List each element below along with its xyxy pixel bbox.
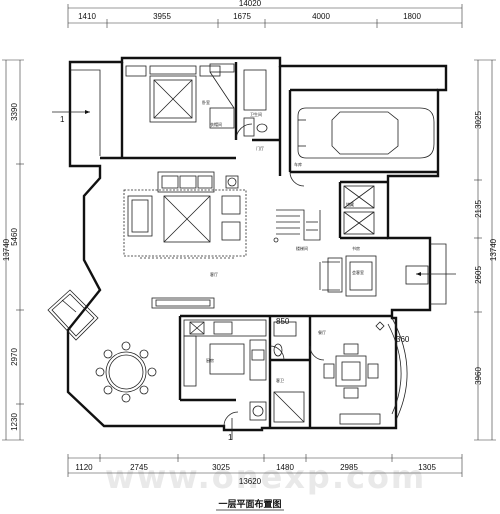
dim-left-4: 1230 — [10, 413, 19, 431]
dim-top-2: 3955 — [153, 12, 171, 21]
room-label-garage: 车库 — [294, 161, 302, 167]
garage-car — [297, 107, 435, 159]
room-label-lounge: 会客室 — [352, 269, 364, 275]
dining-table-set — [323, 321, 385, 425]
dim-right-2: 2135 — [474, 200, 483, 218]
dim-right-total: 13740 — [489, 238, 498, 261]
room-label-study: 书房 — [352, 245, 360, 251]
room-label-living: 客厅 — [210, 271, 218, 277]
dim-right-4: 3960 — [474, 367, 483, 385]
dim-top-3: 1675 — [233, 12, 251, 21]
dim-misc-850: 850 — [276, 317, 290, 326]
dim-top-total: 14020 — [239, 0, 262, 8]
lounge-furniture — [322, 255, 429, 297]
walls — [47, 56, 448, 432]
storage-shelves — [343, 185, 375, 235]
dim-right-3: 2605 — [474, 266, 483, 284]
dim-left-3: 2970 — [10, 348, 19, 366]
entrance-marker-south: 1 — [228, 433, 233, 442]
dim-top-5: 1800 — [403, 12, 421, 21]
room-label-bathroom: 卫生间 — [250, 111, 262, 117]
room-label-storage: 储藏 — [346, 201, 354, 207]
room-label-kitchen: 厨房 — [206, 357, 214, 363]
doors — [223, 123, 325, 427]
dim-bottom-total: 13620 — [239, 477, 262, 486]
room-label-guest-wc: 客卫 — [276, 377, 284, 383]
dim-left-total: 13740 — [2, 238, 11, 261]
stair — [273, 209, 321, 243]
dim-bottom-3: 3025 — [212, 463, 230, 472]
dim-bottom-6: 1305 — [418, 463, 436, 472]
dim-misc-360: 360 — [396, 335, 410, 344]
watermark: www.onexp.com — [105, 458, 426, 496]
wc-fixtures — [249, 321, 305, 423]
dim-left-1: 3390 — [10, 103, 19, 121]
kitchen-fixtures — [183, 319, 267, 387]
room-label-cloakroom: 衣帽间 — [210, 121, 222, 127]
dim-right-1: 3025 — [474, 111, 483, 129]
dim-top-4: 4000 — [312, 12, 330, 21]
dim-top-1: 1410 — [78, 12, 96, 21]
room-label-stair: 楼梯间 — [296, 245, 308, 251]
living-room-furniture — [123, 171, 247, 259]
bedroom-furniture — [125, 63, 268, 137]
entrance-arrows — [52, 110, 456, 440]
entrance-marker-west: 1 — [60, 115, 65, 124]
dim-left-2: 5460 — [10, 228, 19, 246]
dim-bottom-4: 1480 — [276, 463, 294, 472]
room-label-dining: 餐厅 — [318, 329, 326, 335]
dimension-lines — [2, 4, 496, 477]
room-label-bedroom: 卧室 — [202, 99, 210, 105]
drawing-title: 一层平面布置图 — [218, 498, 281, 510]
dim-bottom-5: 2985 — [340, 463, 358, 472]
dim-bottom-1: 1120 — [75, 463, 93, 472]
room-label-entry: 门厅 — [256, 145, 264, 151]
dining-area-furniture — [95, 297, 215, 403]
dim-bottom-2: 2745 — [130, 463, 148, 472]
